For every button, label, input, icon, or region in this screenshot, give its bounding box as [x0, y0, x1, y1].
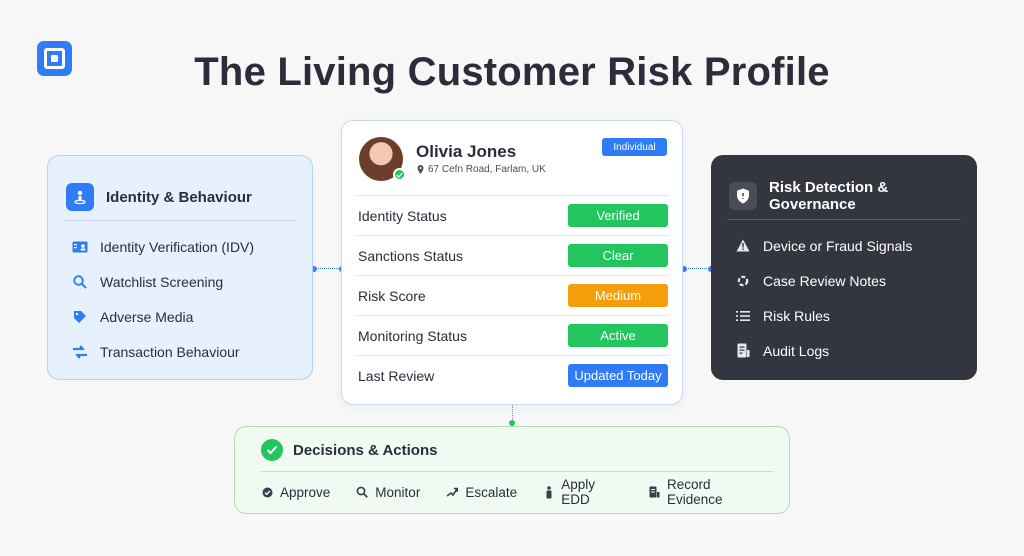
monitor-icon: [356, 486, 369, 498]
list-item-label: Case Review Notes: [763, 272, 886, 289]
document-icon: [735, 343, 751, 359]
transfer-icon: [72, 344, 88, 360]
status-row: Risk Score Medium: [356, 275, 668, 315]
status-label: Monitoring Status: [358, 327, 467, 344]
risk-detection-panel: Risk Detection & Governance Device or Fr…: [711, 155, 977, 380]
status-row: Identity Status Verified: [356, 195, 668, 235]
connector-left: [313, 268, 341, 269]
panel-title: Decisions & Actions: [293, 441, 438, 459]
list-item[interactable]: Audit Logs: [711, 333, 977, 368]
page-title: The Living Customer Risk Profile: [194, 50, 830, 94]
list-item-label: Audit Logs: [763, 342, 830, 359]
panel-title: Identity & Behaviour: [106, 188, 252, 206]
shield-icon: [729, 182, 757, 210]
status-label: Sanctions Status: [358, 247, 464, 264]
status-label: Identity Status: [358, 207, 447, 224]
action-escalate[interactable]: Escalate: [446, 485, 517, 500]
action-label: Monitor: [375, 484, 421, 500]
list-item[interactable]: Case Review Notes: [711, 263, 977, 298]
status-badge: Updated Today: [568, 364, 668, 387]
panel-title: Risk Detection & Governance: [769, 179, 889, 213]
notes-icon: [735, 273, 751, 289]
check-circle-icon: [261, 439, 283, 461]
status-badge: Clear: [568, 244, 668, 267]
action-label: Escalate: [465, 484, 518, 500]
warning-icon: [735, 238, 751, 254]
status-badge: Active: [568, 324, 668, 347]
list-item-label: Risk Rules: [763, 307, 830, 324]
action-label: Record Evidence: [667, 477, 723, 507]
customer-type-badge: Individual: [602, 138, 667, 156]
status-row: Monitoring Status Active: [356, 315, 668, 355]
list-item[interactable]: Device or Fraud Signals: [711, 228, 977, 263]
person-icon: [543, 485, 554, 498]
action-monitor[interactable]: Monitor: [356, 485, 420, 500]
connector-bottom-dot: [509, 420, 515, 426]
identity-behaviour-panel: Identity & Behaviour Identity Verificati…: [47, 155, 313, 380]
list-item[interactable]: Transaction Behaviour: [48, 334, 312, 369]
status-label: Risk Score: [358, 287, 426, 304]
action-record-evidence[interactable]: Record Evidence: [649, 477, 763, 507]
list-item-label: Identity Verification (IDV): [100, 238, 255, 255]
person-pin-icon: [66, 183, 94, 211]
list-item-label: Transaction Behaviour: [100, 343, 240, 360]
record-icon: [649, 486, 660, 498]
list-item[interactable]: Adverse Media: [48, 299, 312, 334]
status-row: Sanctions Status Clear: [356, 235, 668, 275]
tag-icon: [72, 309, 88, 325]
brand-logo: [37, 41, 72, 76]
approve-icon: [261, 486, 273, 498]
divider: [727, 219, 961, 220]
status-badge: Verified: [568, 204, 668, 227]
connector-right-dot: [681, 266, 687, 272]
status-label: Last Review: [358, 367, 435, 384]
connector-right: [683, 268, 711, 269]
list-item[interactable]: Watchlist Screening: [48, 264, 312, 299]
action-approve[interactable]: Approve: [261, 485, 330, 500]
customer-profile-card: Olivia Jones 67 Cefn Road, Farlam, UK In…: [341, 120, 683, 405]
action-label: Apply EDD: [561, 477, 596, 507]
decisions-actions-panel: Decisions & Actions Approve Monitor Esca…: [234, 426, 790, 514]
action-apply-edd[interactable]: Apply EDD: [543, 477, 623, 507]
id-card-icon: [72, 239, 88, 255]
escalate-icon: [446, 486, 459, 498]
connector-left-dot: [311, 266, 317, 272]
customer-name: Olivia Jones: [416, 142, 517, 161]
list-item[interactable]: Identity Verification (IDV): [48, 229, 312, 264]
status-row: Last Review Updated Today: [356, 355, 668, 395]
status-badge: Medium: [568, 284, 668, 307]
list-item-label: Adverse Media: [100, 308, 194, 325]
customer-address: 67 Cefn Road, Farlam, UK: [417, 164, 546, 175]
list-item[interactable]: Risk Rules: [711, 298, 977, 333]
list-item-label: Device or Fraud Signals: [763, 237, 913, 254]
list-item-label: Watchlist Screening: [100, 273, 224, 290]
divider: [64, 220, 296, 221]
verified-check-icon: [393, 168, 406, 181]
list-icon: [735, 308, 751, 324]
divider: [261, 471, 773, 472]
magnifier-icon: [72, 274, 88, 290]
address-text: 67 Cefn Road, Farlam, UK: [428, 164, 546, 175]
connector-bottom: [512, 405, 513, 426]
location-pin-icon: [417, 165, 424, 174]
action-label: Approve: [280, 484, 331, 500]
